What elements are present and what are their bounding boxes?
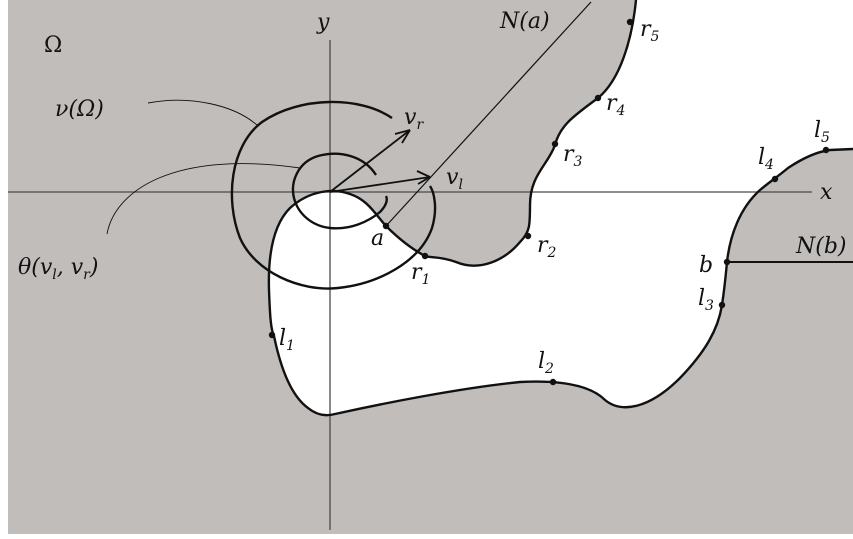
leader-theta — [106, 163, 301, 235]
label-l3: l3 — [698, 286, 714, 314]
label-r5: r5 — [640, 17, 660, 45]
label-omega: Ω — [44, 33, 62, 58]
label-x: x — [820, 180, 833, 205]
vector-v-l — [329, 176, 431, 193]
label-b: b — [699, 253, 713, 278]
label-r4: r4 — [606, 91, 625, 119]
label-nu: ν(Ω) — [55, 97, 104, 122]
point-l4 — [771, 175, 779, 183]
point-l5 — [822, 146, 830, 154]
point-l3 — [718, 301, 726, 309]
point-r3 — [551, 140, 559, 148]
leader-nu — [147, 99, 259, 127]
point-l2 — [549, 378, 557, 386]
point-l1 — [268, 331, 276, 339]
point-r2 — [524, 232, 532, 240]
vector-v-r — [329, 129, 411, 193]
vector-v-r-arrowhead — [394, 129, 411, 144]
label-theta: θ(vl, vr) — [18, 255, 98, 283]
point-a — [382, 222, 390, 230]
label-l2: l2 — [538, 349, 554, 377]
label-y: y — [316, 10, 330, 35]
white-region — [268, 0, 853, 416]
label-r3: r3 — [563, 142, 583, 170]
point-r4 — [594, 94, 602, 102]
label-r2: r2 — [537, 233, 557, 261]
point-b — [723, 258, 731, 266]
label-v-r: vr — [404, 105, 424, 133]
label-N-b: N(b) — [795, 234, 847, 259]
point-r5 — [626, 18, 634, 26]
ray-N-a — [385, 1, 592, 227]
point-r1 — [421, 252, 429, 260]
label-v-l: vl — [446, 165, 463, 193]
label-l4: l4 — [758, 145, 774, 173]
boundary-points — [268, 18, 830, 386]
spiral-nu-omega — [230, 100, 437, 290]
label-a: a — [371, 226, 384, 251]
label-r1: r1 — [411, 260, 430, 288]
label-l5: l5 — [814, 118, 830, 146]
label-l1: l1 — [279, 326, 295, 354]
vector-v-l-arrowhead — [416, 170, 431, 185]
spiral-inner — [291, 152, 388, 230]
label-N-a: N(a) — [499, 9, 550, 34]
